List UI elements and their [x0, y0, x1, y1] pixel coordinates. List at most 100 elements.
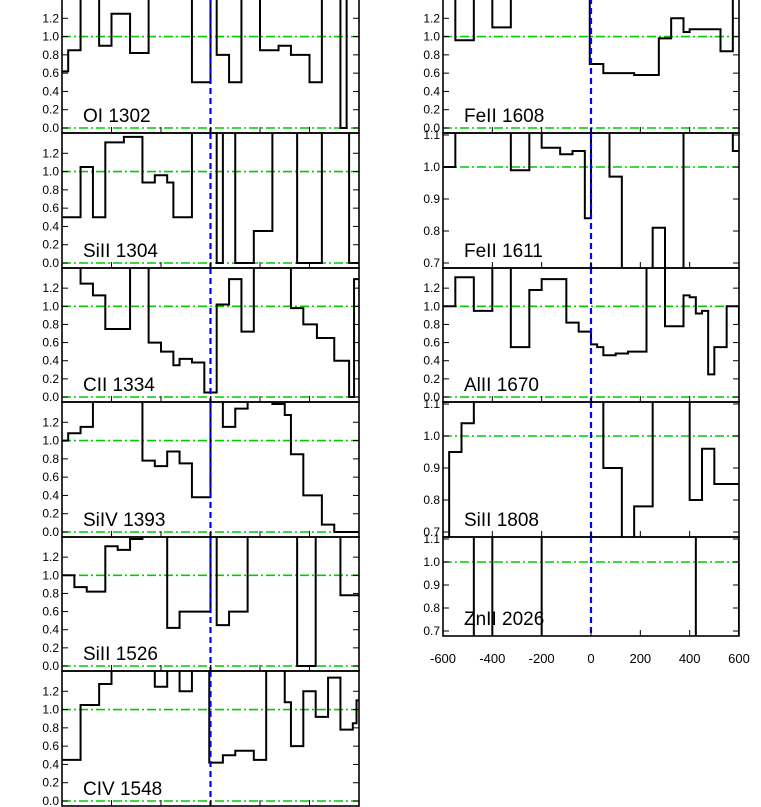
y-tick-label: 0.8 [42, 586, 59, 600]
y-tick-label: 0.4 [42, 84, 59, 98]
y-tick-label: 1.2 [42, 684, 59, 698]
spectrum-histogram [79, 268, 359, 398]
transition-label: FeII 1608 [464, 106, 544, 127]
y-tick-label: 0.4 [42, 488, 59, 502]
spectrum-histogram [62, 0, 348, 129]
transition-label: SiII 1808 [464, 510, 539, 531]
y-tick-label: 1.2 [423, 11, 440, 25]
spectrum-panel-1: 0.00.20.40.60.81.01.2OI 1302 [42, 0, 360, 135]
y-tick-label: 0.7 [423, 525, 440, 539]
y-tick-label: 1.2 [42, 281, 59, 295]
x-tick-label: -200 [529, 651, 555, 666]
y-tick-label: 0.0 [42, 525, 59, 539]
y-tick-label: 1.0 [423, 555, 440, 569]
y-tick-label: 0.6 [42, 336, 59, 350]
y-tick-label: 0.8 [423, 601, 440, 615]
x-tick-label: 200 [629, 651, 651, 666]
y-tick-label: 0.8 [42, 721, 59, 735]
left-column: 0.00.20.40.60.81.01.2OI 13020.00.20.40.6… [42, 0, 360, 807]
y-tick-label: 0.0 [42, 390, 59, 404]
y-tick-label: 0.8 [423, 48, 440, 62]
y-tick-label: 0.6 [42, 66, 59, 80]
y-tick-label: 1.1 [423, 532, 440, 546]
y-tick-label: 1.0 [42, 30, 59, 44]
y-tick-label: 1.2 [42, 415, 59, 429]
y-tick-label: 0.2 [42, 776, 59, 790]
y-tick-label: 1.0 [423, 160, 440, 174]
spectrum-histogram [62, 133, 359, 264]
y-tick-label: 0.6 [42, 201, 59, 215]
y-tick-label: 0.6 [42, 470, 59, 484]
y-tick-label: 0.0 [423, 121, 440, 135]
y-tick-label: 0.6 [423, 336, 440, 350]
y-tick-label: 0.9 [423, 192, 440, 206]
transition-label: FeII 1611 [464, 241, 543, 262]
y-tick-label: 0.2 [42, 507, 59, 521]
y-tick-label: 0.4 [42, 219, 59, 233]
y-tick-label: 0.8 [423, 317, 440, 331]
transition-label: SiII 1526 [83, 644, 158, 665]
y-tick-label: 0.4 [42, 623, 59, 637]
y-tick-label: 1.2 [42, 146, 59, 160]
y-tick-label: 0.8 [42, 48, 59, 62]
y-tick-label: 0.0 [42, 121, 59, 135]
y-tick-label: 1.0 [42, 165, 59, 179]
spectrum-histogram [454, 0, 734, 76]
y-tick-label: 0.6 [423, 66, 440, 80]
y-tick-label: 0.2 [423, 103, 440, 117]
y-tick-label: 0.2 [423, 372, 440, 386]
y-tick-label: 1.2 [42, 550, 59, 564]
x-tick-label: 0 [587, 651, 594, 666]
y-tick-label: 0.2 [42, 238, 59, 252]
y-tick-label: 0.4 [423, 354, 440, 368]
y-tick-label: 0.0 [423, 390, 440, 404]
y-tick-label: 1.0 [42, 568, 59, 582]
y-tick-label: 1.1 [423, 397, 440, 411]
y-tick-label: 0.9 [423, 578, 440, 592]
transition-label: CIV 1548 [83, 779, 162, 800]
transition-label: CII 1334 [83, 375, 155, 396]
x-tick-label: -600 [430, 651, 456, 666]
y-tick-label: 1.2 [423, 281, 440, 295]
y-tick-label: 1.0 [42, 299, 59, 313]
transition-label: ZnII 2026 [464, 609, 544, 630]
y-tick-label: 1.1 [423, 128, 440, 142]
y-tick-label: 0.7 [423, 256, 440, 270]
y-tick-label: 0.2 [42, 103, 59, 117]
transition-label: SiIV 1393 [83, 510, 165, 531]
spectrum-histogram [448, 402, 739, 537]
y-tick-label: 0.0 [42, 659, 59, 673]
y-tick-label: 0.2 [42, 641, 59, 655]
y-tick-label: 1.2 [42, 11, 59, 25]
y-tick-label: 0.0 [42, 256, 59, 270]
spectrum-histogram [62, 671, 359, 764]
y-tick-label: 0.2 [42, 372, 59, 386]
y-tick-label: 1.0 [42, 434, 59, 448]
y-tick-label: 0.0 [42, 794, 59, 807]
y-tick-label: 0.4 [42, 757, 59, 771]
x-tick-label: -400 [479, 651, 505, 666]
y-tick-label: 0.4 [423, 84, 440, 98]
y-tick-label: 0.8 [42, 183, 59, 197]
transition-label: SiII 1304 [83, 241, 158, 262]
x-tick-label: 600 [728, 651, 750, 666]
y-tick-label: 0.4 [42, 354, 59, 368]
y-tick-label: 0.6 [42, 605, 59, 619]
y-tick-label: 1.0 [423, 30, 440, 44]
y-tick-label: 1.0 [423, 299, 440, 313]
y-tick-label: 0.8 [423, 224, 440, 238]
y-tick-label: 1.0 [423, 429, 440, 443]
y-tick-label: 0.8 [42, 317, 59, 331]
y-tick-label: 0.8 [423, 493, 440, 507]
spectrum-histogram [472, 537, 739, 636]
y-tick-label: 0.6 [42, 739, 59, 753]
